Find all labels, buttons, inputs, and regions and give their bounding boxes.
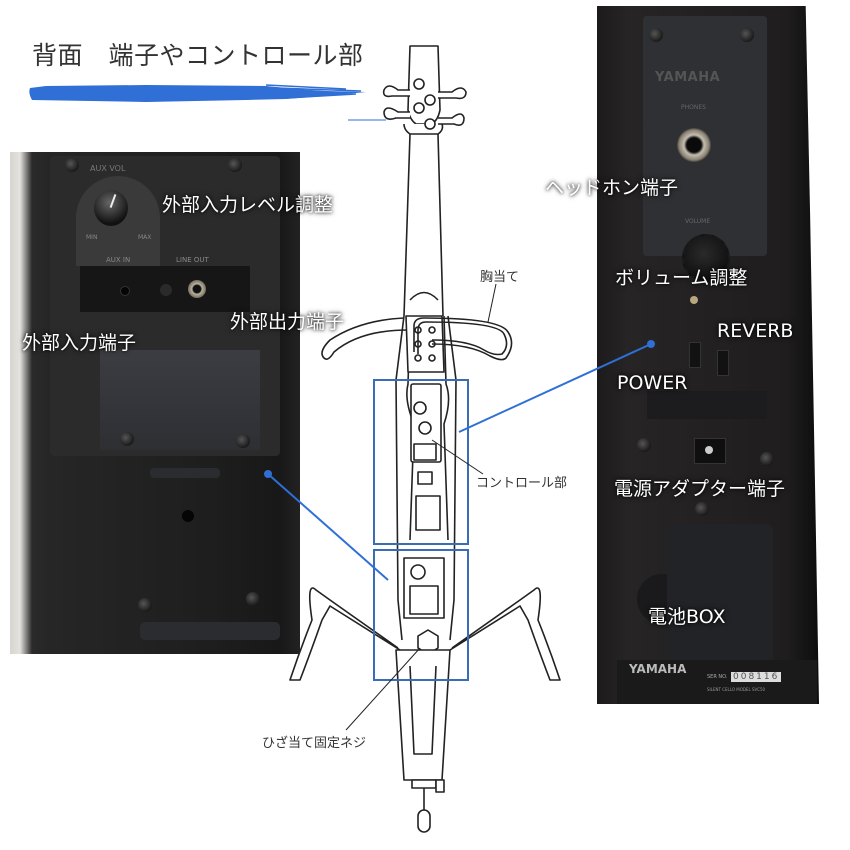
volume-label: VOLUME — [685, 218, 711, 225]
power-led — [690, 296, 698, 304]
screw-icon — [760, 452, 774, 466]
screw-icon — [695, 502, 709, 516]
aux-vol-label: AUX VOL — [90, 164, 126, 173]
reverb-callout: REVERB — [717, 320, 794, 342]
power-switch[interactable] — [689, 342, 701, 368]
screw-icon — [740, 28, 754, 42]
adapter-callout: 電源アダプター端子 — [614, 478, 786, 500]
volume-callout: ボリューム調整 — [615, 267, 748, 289]
page-title: 背面 端子やコントロール部 — [32, 41, 364, 70]
chest-rest-callout: 胸当て — [480, 270, 520, 285]
connector-dot — [647, 340, 655, 348]
screw-icon — [65, 158, 79, 172]
power-callout: POWER — [617, 372, 688, 394]
min-label: MIN — [86, 234, 98, 241]
battery-box-callout: 電池BOX — [648, 606, 726, 628]
screw-icon — [228, 158, 242, 172]
lower-area-highlight-box — [373, 549, 469, 681]
brush-stroke-decoration — [29, 84, 366, 102]
screw-icon — [120, 432, 134, 446]
aux-in-label: AUX IN — [106, 256, 131, 264]
screw-icon — [236, 434, 250, 448]
aux-input-callout: 外部入力端子 — [22, 332, 137, 354]
screw-icon — [246, 592, 260, 606]
control-section-callout: コントロール部 — [476, 476, 568, 491]
aux-in-jack-2[interactable] — [160, 284, 172, 296]
yamaha-label-logo: YAMAHA — [629, 662, 687, 676]
right-photo-control-panel: YAMAHA PHONES VOLUME YAMAHA SER NO. 0081… — [597, 6, 819, 704]
phones-label: PHONES — [681, 104, 706, 111]
max-label: MAX — [138, 234, 152, 241]
serial-number: 008116 — [731, 672, 782, 682]
model-text: SILENT CELLO MODEL SVC50 — [707, 687, 766, 692]
line-out-jack[interactable] — [188, 280, 206, 298]
screw-icon — [637, 438, 651, 452]
knee-screw-callout: ひざ当て固定ネジ — [262, 736, 367, 751]
screw-icon — [138, 598, 152, 612]
control-area-highlight-box — [373, 379, 469, 545]
volume-knob[interactable] — [682, 234, 730, 282]
line-out-label: LINE OUT — [176, 256, 209, 264]
reverb-switch[interactable] — [717, 350, 729, 376]
serial-label: SER NO. — [707, 674, 728, 680]
aux-output-callout: 外部出力端子 — [230, 311, 345, 333]
yamaha-logo: YAMAHA — [655, 70, 721, 85]
headphone-jack[interactable] — [677, 128, 711, 162]
headphone-callout: ヘッドホン端子 — [545, 177, 679, 199]
aux-volume-knob[interactable] — [94, 190, 128, 226]
aux-in-jack[interactable] — [120, 286, 130, 296]
aux-level-callout: 外部入力レベル調整 — [162, 194, 334, 216]
left-photo-aux-panel: AUX VOL MIN MAX AUX IN LINE OUT — [10, 152, 300, 654]
battery-box-cover[interactable] — [665, 524, 773, 670]
screw-icon — [649, 28, 663, 42]
connector-dot — [264, 470, 272, 478]
